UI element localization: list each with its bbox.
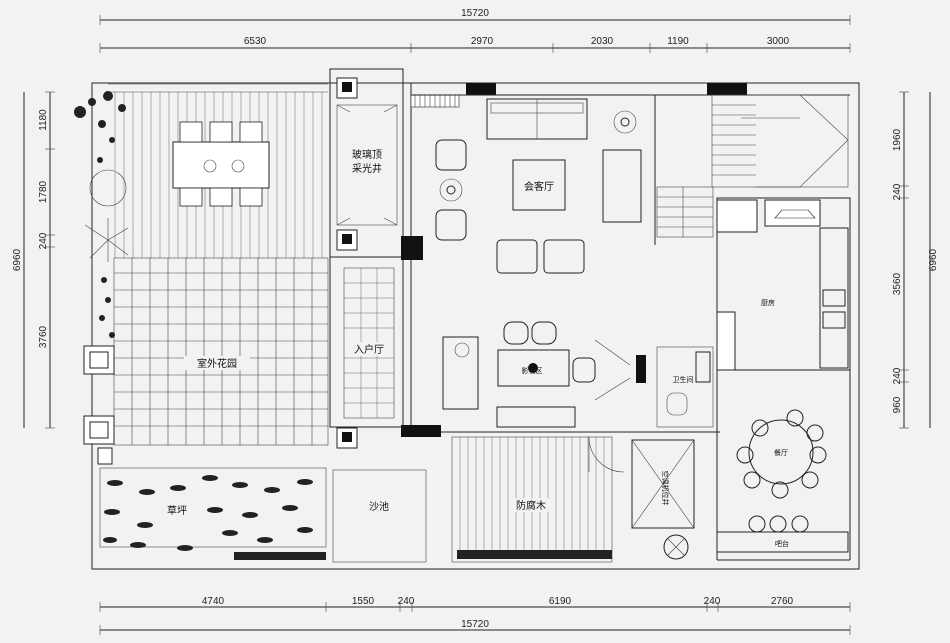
- living-room: 会客厅: [435, 98, 642, 274]
- left-dimensions: 6960 1180 1780 240 3760: [12, 91, 55, 429]
- bottom-dim-2: 1550: [352, 596, 375, 607]
- bottom-dim-5: 240: [704, 596, 721, 607]
- lawn-area: 草坪: [97, 447, 327, 560]
- right-dim-4: 240: [892, 367, 903, 384]
- bottom-dim-1: 4740: [202, 596, 225, 607]
- wood-deck-area: 防腐木: [451, 436, 613, 563]
- outdoor-dining-table: [172, 121, 270, 207]
- bottom-dim-3: 240: [398, 596, 415, 607]
- right-dim-5: 960: [892, 396, 903, 413]
- stairs: [656, 94, 849, 238]
- garden-label-bg: [184, 356, 250, 370]
- plants-left-icon: [74, 91, 126, 338]
- wood-deck-label: 防腐木: [516, 499, 546, 512]
- house-walls: [401, 83, 850, 437]
- living-room-label: 会客厅: [524, 180, 554, 193]
- kitchen-label: 厨房: [761, 298, 775, 307]
- ac-shaft-label: 空调机位井: [661, 471, 670, 506]
- palm-icon: [84, 218, 129, 262]
- top-dim-5: 3000: [767, 36, 790, 47]
- tv-area: 影视区: [442, 321, 631, 428]
- door-arc: [588, 436, 625, 473]
- planter-top: [83, 345, 115, 375]
- bottom-dim-4: 6190: [549, 596, 572, 607]
- right-dim-2: 240: [892, 183, 903, 200]
- sandpit-area: [332, 469, 427, 563]
- skylight-label-2: 采光井: [352, 162, 382, 175]
- bottom-dimensions: 4740 1550 240 6190 240 2760 15720: [99, 596, 851, 635]
- right-total-dim: 6960: [928, 248, 939, 271]
- lawn-label: 草坪: [167, 504, 187, 517]
- top-total-dim: 15720: [461, 8, 489, 19]
- bottom-total-dim: 15720: [461, 619, 489, 630]
- right-dimensions: 1960 240 3560 240 960 6960: [892, 91, 939, 429]
- kitchen: 厨房: [716, 197, 851, 371]
- top-dim-3: 2030: [591, 36, 614, 47]
- skylight-label-1: 玻璃顶: [352, 148, 382, 161]
- bottom-dim-6: 2760: [771, 596, 794, 607]
- bar-label: 吧台: [775, 539, 789, 548]
- planter-bottom: [83, 415, 115, 445]
- entrance-hall: 入户厅: [329, 256, 404, 449]
- dining-area: 餐厅 吧台: [716, 370, 851, 561]
- garden-label: 室外花园: [197, 357, 237, 370]
- top-dimensions: 15720 6530 2970 2030 1190 3000: [99, 8, 851, 53]
- top-dim-4: 1190: [667, 36, 689, 47]
- left-dim-1: 1180: [38, 109, 49, 131]
- toilet: 卫生间: [636, 346, 714, 428]
- left-dim-2: 1780: [38, 180, 49, 203]
- right-dim-1: 1960: [892, 128, 903, 151]
- left-dim-3: 240: [38, 232, 49, 249]
- dining-label: 餐厅: [774, 448, 788, 457]
- top-dim-1: 6530: [244, 36, 267, 47]
- toilet-label: 卫生间: [673, 375, 694, 384]
- ac-shaft: 空调机位井: [631, 439, 695, 560]
- top-dim-2: 2970: [471, 36, 494, 47]
- left-dim-4: 3760: [38, 325, 49, 348]
- entrance-label: 入户厅: [354, 343, 384, 356]
- skylight-well: 玻璃顶 采光井: [329, 68, 404, 258]
- garden-area: 室外花园: [74, 83, 329, 446]
- right-dim-3: 3560: [892, 272, 903, 295]
- left-total-dim: 6960: [12, 248, 23, 271]
- sandpit-label: 沙池: [369, 500, 389, 513]
- tree-icon: [89, 169, 127, 207]
